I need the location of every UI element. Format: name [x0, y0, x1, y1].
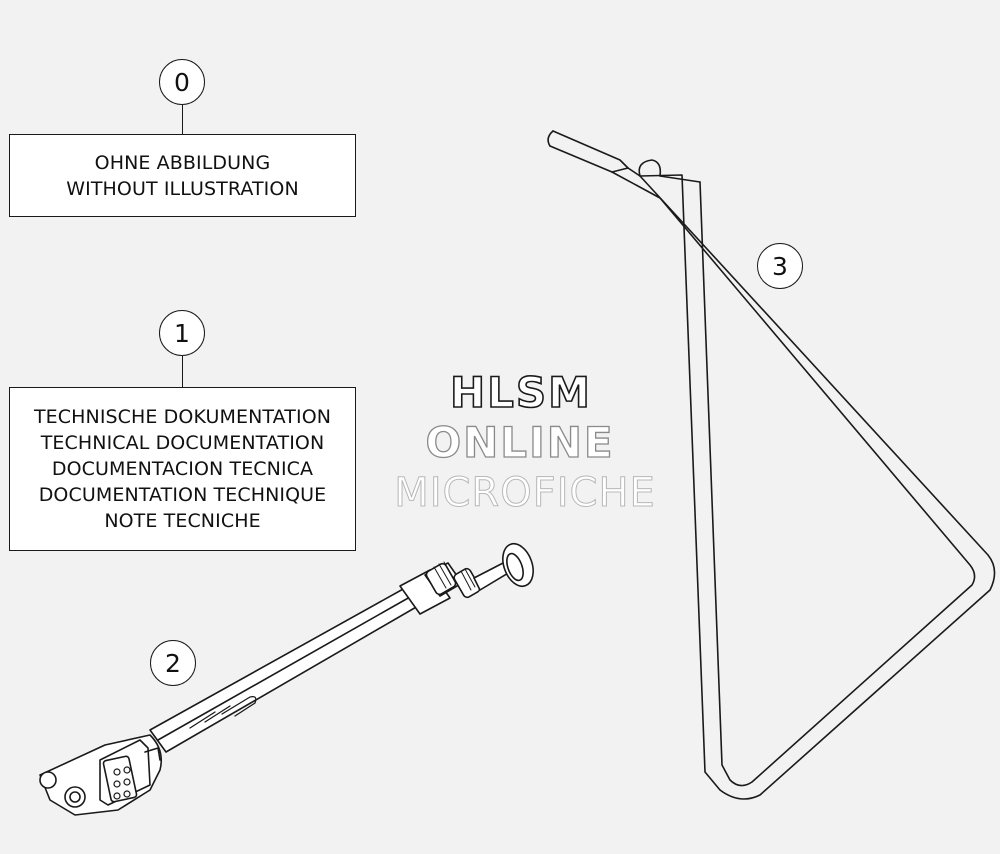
label-box-1-line-3: DOCUMENTACION TECNICA: [51, 458, 314, 480]
label-box-1-line-5: NOTE TECNICHE: [104, 510, 261, 532]
label-box-1-line-2: TECHNICAL DOCUMENTATION: [40, 432, 325, 454]
leader-line-1: [182, 356, 183, 387]
callout-3: 3: [757, 243, 803, 289]
part-2-pressure-gauge-illustration: [39, 542, 534, 816]
label-box-1-line-4: DOCUMENTATION TECHNIQUE: [38, 484, 327, 506]
watermark-line-1: HLSM: [449, 367, 592, 418]
leader-line-0: [182, 105, 183, 135]
label-box-0: OHNE ABBILDUNG WITHOUT ILLUSTRATION: [9, 134, 356, 217]
part-3-stand-illustration: [547, 130, 996, 800]
callout-0: 0: [159, 59, 205, 105]
watermark-line-2: ONLINE: [425, 417, 615, 467]
callout-1: 1: [159, 310, 205, 356]
label-box-1: TECHNISCHE DOKUMENTATION TECHNICAL DOCUM…: [9, 387, 356, 551]
watermark-line-3: MICROFICHE: [394, 470, 656, 517]
label-box-0-line-1: OHNE ABBILDUNG: [94, 151, 271, 174]
label-box-1-line-1: TECHNISCHE DOKUMENTATION: [33, 406, 332, 428]
label-box-0-line-2: WITHOUT ILLUSTRATION: [66, 177, 299, 200]
callout-2: 2: [150, 640, 196, 686]
